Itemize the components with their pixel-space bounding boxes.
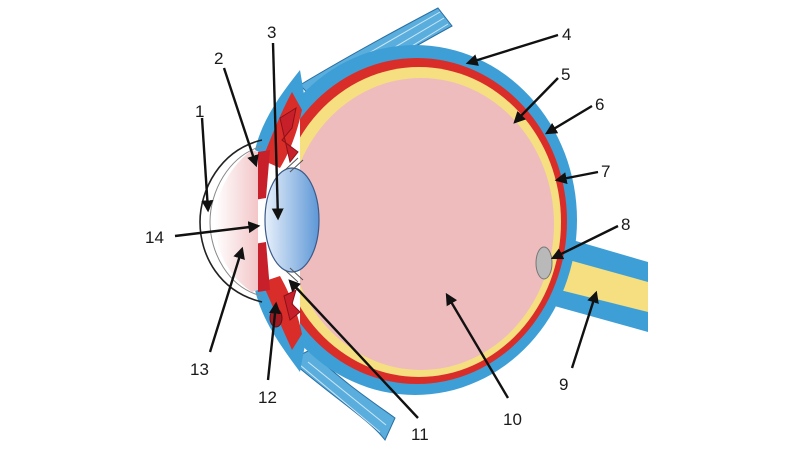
label-2: 2 <box>214 49 223 68</box>
arrow-7 <box>554 170 599 185</box>
ciliary-body-lower <box>255 285 305 372</box>
label-10: 10 <box>503 410 522 429</box>
suspensory-ligaments <box>284 157 304 283</box>
label-9: 9 <box>559 375 568 394</box>
arrow-9 <box>570 290 599 369</box>
arrow-2 <box>222 67 259 168</box>
label-13: 13 <box>190 360 209 379</box>
optic-disc <box>535 246 553 280</box>
arrow-11 <box>288 279 419 419</box>
label-3: 3 <box>267 23 276 42</box>
label-11: 11 <box>411 425 429 444</box>
arrow-4 <box>465 33 559 66</box>
label-14: 14 <box>145 228 164 247</box>
arrow-3 <box>271 42 284 221</box>
inferior-muscle <box>289 349 396 441</box>
label-1: 1 <box>195 102 204 121</box>
label-5: 5 <box>561 65 570 84</box>
arrow-6 <box>544 104 593 135</box>
arrow-1 <box>200 117 214 213</box>
arrow-12 <box>266 301 281 381</box>
arrow-10 <box>445 292 510 399</box>
arrow-13 <box>208 246 245 353</box>
arrow-5 <box>513 77 559 124</box>
label-4: 4 <box>562 25 571 44</box>
vitreous-body <box>288 78 554 370</box>
anterior-chamber <box>215 150 258 292</box>
label-6: 6 <box>595 95 604 114</box>
label-12: 12 <box>258 388 277 407</box>
label-7: 7 <box>601 162 610 181</box>
label-8: 8 <box>621 215 630 234</box>
arrow-14 <box>174 221 261 238</box>
arrow-8 <box>550 224 619 260</box>
ciliary-body-upper <box>255 70 305 160</box>
lens <box>264 167 320 273</box>
